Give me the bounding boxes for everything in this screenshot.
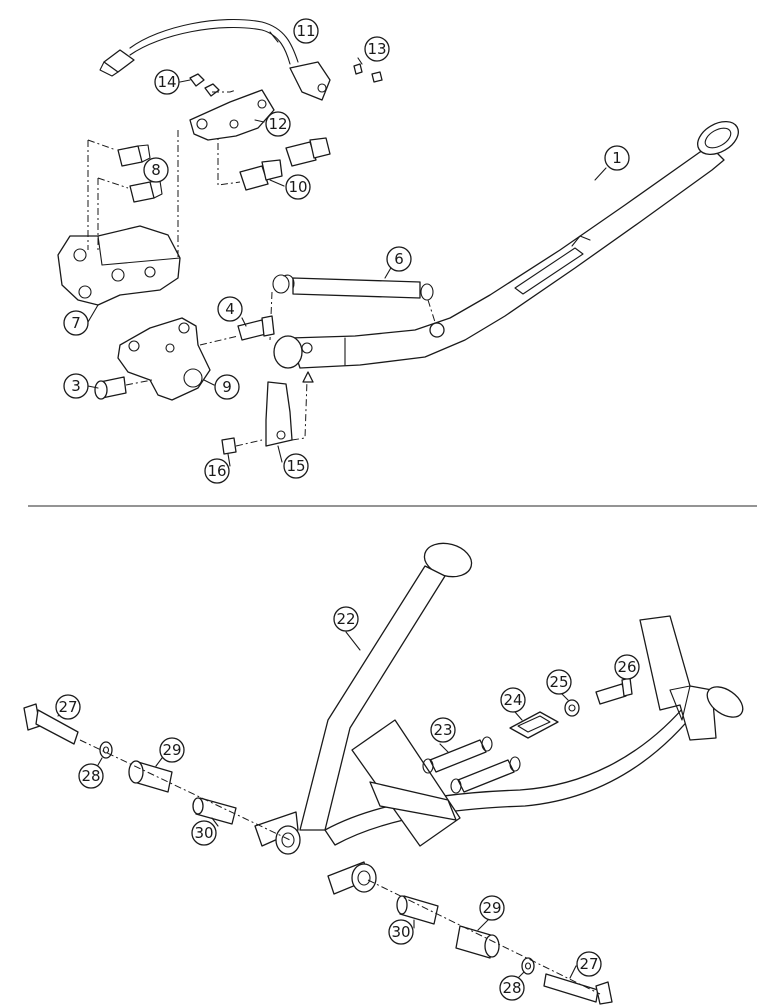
callout-9: 9 [214,374,240,400]
callout-11: 11 [293,18,319,44]
callout-label: 27 [58,698,77,716]
callout-label: 16 [207,462,226,480]
spring [269,274,436,341]
axis-line-right [367,879,601,995]
bolt-3 [94,376,153,400]
callout-7: 7 [63,310,89,336]
stud-4 [199,315,275,346]
washer-25 [564,699,580,717]
callout-label: 27 [579,955,598,973]
sleeve-30-left [192,797,237,825]
sensor-bracket [189,89,275,141]
callout-label: 23 [433,721,452,739]
callout-label: 3 [71,377,81,395]
bolt-26 [595,677,633,705]
bushing-29-left [128,760,173,793]
callout-label: 29 [482,899,501,917]
callout-label: 28 [81,767,100,785]
callout-28-right: 28 [499,975,525,1001]
sensor-cable [99,19,331,101]
bolt-27-right [543,973,613,1005]
callout-label: 22 [336,610,355,628]
callout-29-left: 29 [159,737,185,763]
callout-label: 7 [71,314,81,332]
callout-16: 16 [204,458,230,484]
callout-22: 22 [333,606,359,632]
callout-label: 30 [391,923,410,941]
callout-1: 1 [604,145,630,171]
callout-label: 26 [617,658,636,676]
screws-13 [353,63,383,83]
bracket-24 [509,711,559,739]
bolts-10 [177,128,331,258]
callout-label: 9 [222,378,232,396]
callout-label: 28 [502,979,521,997]
callout-label: 1 [612,149,622,167]
callout-label: 11 [296,22,315,40]
callout-label: 12 [268,115,287,133]
callout-23: 23 [430,717,456,743]
callout-24: 24 [500,687,526,713]
callout-label: 14 [157,73,176,91]
callout-10: 10 [285,174,311,200]
callout-4: 4 [217,296,243,322]
callout-8: 8 [143,157,169,183]
sleeve-30-right [396,895,439,925]
bushing-29-right [455,925,500,959]
side-stand-leg [273,120,739,369]
springs-23 [422,736,521,794]
nut-14 [189,73,237,97]
stand-plate [117,317,211,401]
callout-label: 24 [503,691,522,709]
screw-16 [221,437,263,455]
callout-27-left: 27 [55,694,81,720]
callout-label: 25 [549,673,568,691]
callout-29-right: 29 [479,895,505,921]
washer-28-left [99,741,113,759]
callout-label: 30 [194,824,213,842]
callout-13: 13 [364,36,390,62]
callout-27-right: 27 [576,951,602,977]
callout-label: 29 [162,741,181,759]
callout-label: 6 [394,250,404,268]
callout-15: 15 [283,453,309,479]
axis-line-left [79,739,291,841]
mounting-bracket [57,225,181,306]
callout-26: 26 [614,654,640,680]
callout-12: 12 [265,111,291,137]
callout-25: 25 [546,669,572,695]
callout-30-left: 30 [191,820,217,846]
callout-label: 8 [151,161,161,179]
callout-label: 10 [288,178,307,196]
washer-28-right [521,957,535,975]
callout-label: 15 [286,457,305,475]
bolt-27-left [23,703,79,745]
callout-28-left: 28 [78,763,104,789]
callout-3: 3 [63,373,89,399]
center-stand [254,542,744,895]
callout-30-right: 30 [388,919,414,945]
bracket-15 [265,371,314,447]
callout-14: 14 [154,69,180,95]
callout-label: 4 [225,300,235,318]
callout-label: 13 [367,40,386,58]
callout-6: 6 [386,246,412,272]
